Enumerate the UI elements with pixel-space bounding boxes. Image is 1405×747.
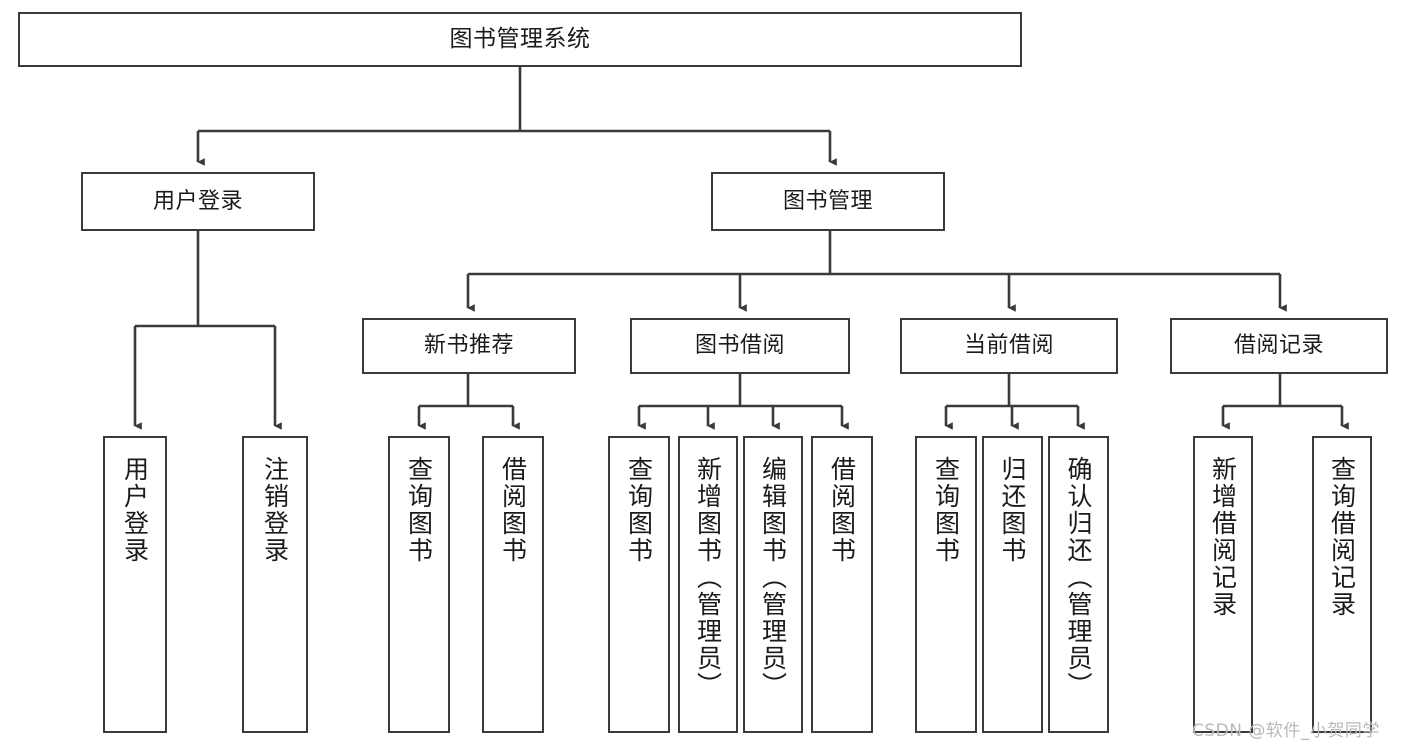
leaf-query-books-borrow-label: 查询图书 <box>624 456 654 564</box>
node-book-management-label: 图书管理 <box>782 188 873 214</box>
leaf-return-books-label: 归还图书 <box>998 456 1027 564</box>
node-current-borrow-label: 当前借阅 <box>963 333 1054 359</box>
leaf-add-borrow-record-label: 新增借阅记录 <box>1208 456 1238 618</box>
leaf-query-books-current[interactable]: 查询图书 <box>915 436 977 733</box>
leaf-logout-label: 注销登录 <box>260 456 290 564</box>
node-borrow-records-label: 借阅记录 <box>1233 333 1324 359</box>
node-user-login-label: 用户登录 <box>152 188 243 214</box>
node-user-login[interactable]: 用户登录 <box>81 172 315 231</box>
leaf-user-login[interactable]: 用户登录 <box>103 436 167 733</box>
leaf-confirm-return-admin[interactable]: 确认归还（管理员） <box>1048 436 1109 733</box>
leaf-query-borrow-record-label: 查询借阅记录 <box>1327 456 1357 618</box>
leaf-return-books[interactable]: 归还图书 <box>982 436 1043 733</box>
node-book-borrow-label: 图书借阅 <box>694 333 785 359</box>
leaf-add-borrow-record[interactable]: 新增借阅记录 <box>1193 436 1253 733</box>
leaf-add-book-admin[interactable]: 新增图书（管理员） <box>678 436 738 733</box>
node-new-book-recommend-label: 新书推荐 <box>423 333 514 359</box>
leaf-query-books-borrow[interactable]: 查询图书 <box>608 436 670 733</box>
leaf-borrow-books-recommend-label: 借阅图书 <box>498 456 528 564</box>
node-borrow-records[interactable]: 借阅记录 <box>1170 318 1388 374</box>
leaf-borrow-books[interactable]: 借阅图书 <box>811 436 873 733</box>
leaf-confirm-return-admin-label: 确认归还（管理员） <box>1064 456 1093 699</box>
leaf-add-book-admin-label: 新增图书（管理员） <box>693 456 723 699</box>
leaf-edit-book-admin[interactable]: 编辑图书（管理员） <box>743 436 803 733</box>
csdn-watermark: CSDN @软件_小贺同学 <box>1192 721 1380 741</box>
leaf-borrow-books-recommend[interactable]: 借阅图书 <box>482 436 544 733</box>
node-root-label: 图书管理系统 <box>449 26 591 53</box>
node-current-borrow[interactable]: 当前借阅 <box>900 318 1118 374</box>
leaf-edit-book-admin-label: 编辑图书（管理员） <box>758 456 788 699</box>
node-book-borrow[interactable]: 图书借阅 <box>630 318 850 374</box>
node-new-book-recommend[interactable]: 新书推荐 <box>362 318 576 374</box>
node-root[interactable]: 图书管理系统 <box>18 12 1022 67</box>
leaf-query-borrow-record[interactable]: 查询借阅记录 <box>1312 436 1372 733</box>
leaf-logout[interactable]: 注销登录 <box>242 436 308 733</box>
leaf-user-login-label: 用户登录 <box>120 456 150 564</box>
leaf-query-books-recommend-label: 查询图书 <box>404 456 434 564</box>
node-book-management[interactable]: 图书管理 <box>711 172 945 231</box>
leaf-borrow-books-label: 借阅图书 <box>827 456 857 564</box>
leaf-query-books-current-label: 查询图书 <box>931 456 961 564</box>
leaf-query-books-recommend[interactable]: 查询图书 <box>388 436 450 733</box>
